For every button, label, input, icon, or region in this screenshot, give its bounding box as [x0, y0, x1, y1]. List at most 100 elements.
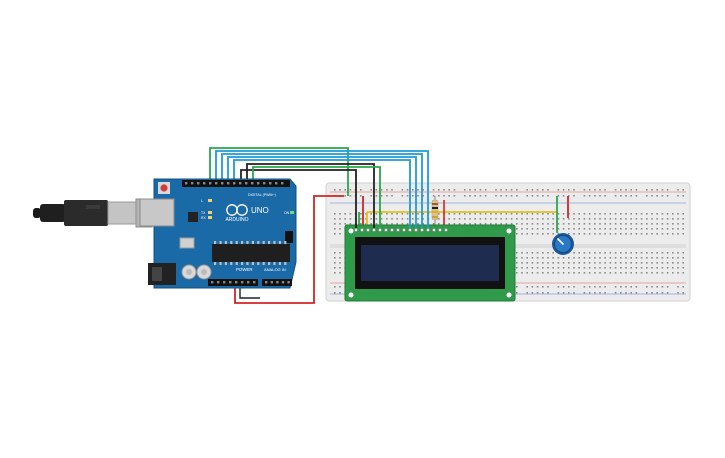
breadboard-hole [661, 223, 664, 225]
breadboard-hole [547, 286, 549, 288]
breadboard-hole [516, 218, 518, 220]
breadboard-hole [677, 286, 679, 288]
breadboard-hole [588, 267, 591, 269]
breadboard-hole [651, 292, 653, 294]
breadboard-hole [635, 272, 638, 274]
breadboard-hole [588, 189, 591, 191]
usb-port [139, 198, 175, 227]
label-l: L [201, 199, 203, 203]
breadboard-hole [599, 213, 601, 215]
breadboard-hole [406, 195, 409, 197]
resistor-icon[interactable] [431, 196, 439, 228]
breadboard-hole [594, 195, 596, 197]
breadboard-hole [401, 223, 404, 225]
wire-black-gnd[interactable] [240, 169, 357, 228]
breadboard-hole [583, 262, 586, 264]
breadboard-hole [682, 195, 684, 197]
breadboard-hole [453, 189, 456, 191]
breadboard-hole [609, 213, 612, 215]
potentiometer-icon[interactable] [552, 233, 574, 255]
breadboard-hole [588, 213, 591, 215]
breadboard-hole [339, 223, 341, 225]
wire-blue-d6[interactable] [221, 153, 423, 228]
breadboard-hole [562, 195, 565, 197]
breadboard-hole [646, 228, 648, 230]
wire-red-5v[interactable] [234, 195, 344, 304]
wire-green-en[interactable] [252, 166, 381, 228]
wire-blue-d5[interactable] [227, 156, 417, 228]
breadboard-hole [682, 189, 684, 191]
breadboard-hole [646, 252, 648, 254]
breadboard-hole [614, 223, 617, 225]
breadboard-hole [552, 218, 554, 220]
chip-leg [278, 241, 281, 244]
breadboard-hole [562, 262, 565, 264]
breadboard-hole [469, 213, 471, 215]
breadboard-hole [453, 213, 456, 215]
breadboard-hole [505, 218, 508, 220]
breadboard-hole [614, 218, 617, 220]
breadboard-hole [547, 189, 549, 191]
breadboard-hole [630, 272, 632, 274]
crystal [179, 237, 195, 249]
breadboard-hole [448, 218, 450, 220]
lcd-module[interactable] [344, 224, 516, 302]
breadboard-hole [583, 223, 586, 225]
breadboard-hole [552, 257, 554, 259]
breadboard-hole [360, 213, 362, 215]
breadboard-hole [625, 228, 627, 230]
breadboard-hole [656, 286, 658, 288]
breadboard-hole [594, 267, 596, 269]
wire-blue-d7[interactable] [215, 150, 429, 228]
header-pin [197, 182, 200, 185]
arduino-uno-board[interactable]: ARDUINO UNO DIGITAL (PWM~) POWER ANALOG … [139, 178, 297, 289]
breadboard-hole [516, 228, 518, 230]
breadboard-hole [625, 218, 627, 220]
breadboard-hole [531, 213, 534, 215]
breadboard-hole [531, 189, 534, 191]
header-pin [221, 182, 224, 185]
breadboard-hole [344, 195, 346, 197]
breadboard-hole [339, 189, 341, 191]
usb-cable-icon[interactable] [33, 198, 153, 228]
breadboard-hole [682, 267, 684, 269]
breadboard-hole [630, 213, 632, 215]
breadboard-hole [677, 267, 679, 269]
lcd-pin [438, 228, 442, 232]
chip-leg [268, 262, 271, 265]
wire-blue-d4[interactable] [233, 159, 411, 228]
breadboard-hole [588, 257, 591, 259]
wire-black-gnd-power[interactable] [239, 285, 260, 299]
breadboard-hole [339, 233, 341, 235]
breadboard-hole [438, 195, 440, 197]
power-header [208, 279, 258, 286]
breadboard-hole [464, 218, 466, 220]
breadboard-hole [599, 252, 601, 254]
breadboard-hole [562, 267, 565, 269]
breadboard-hole [666, 257, 669, 259]
breadboard-hole [432, 223, 435, 225]
breadboard-hole [594, 228, 596, 230]
header-pin [281, 182, 284, 185]
breadboard-hole [620, 233, 622, 235]
breadboard-hole [672, 267, 674, 269]
breadboard-hole [542, 195, 544, 197]
breadboard-hole [677, 292, 679, 294]
breadboard-hole [547, 252, 549, 254]
breadboard-hole [635, 223, 638, 225]
breadboard-hole [401, 189, 404, 191]
header-pin [229, 281, 232, 284]
breadboard-hole [531, 292, 534, 294]
breadboard-hole [677, 218, 679, 220]
breadboard-hole [339, 218, 341, 220]
breadboard-hole [536, 218, 539, 220]
wire-black-rw[interactable] [246, 163, 375, 228]
breadboard-hole [672, 272, 674, 274]
header-pin [251, 182, 254, 185]
breadboard-hole [370, 189, 372, 191]
breadboard-hole [490, 213, 492, 215]
wire-green-top[interactable] [209, 147, 349, 196]
breadboard-hole [599, 223, 601, 225]
breadboard-hole [620, 257, 622, 259]
chip-leg [241, 241, 244, 244]
